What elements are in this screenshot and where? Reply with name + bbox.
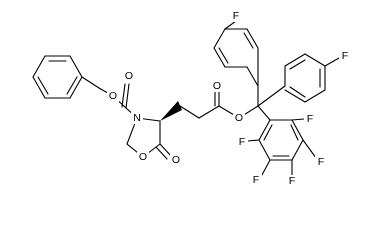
bond <box>304 89 326 103</box>
bond <box>224 20 237 30</box>
bond <box>304 53 326 67</box>
bond <box>125 83 130 109</box>
atom-fluorine: F <box>236 136 248 148</box>
bond <box>69 55 83 78</box>
stereo-wedge-bond <box>160 101 182 121</box>
svg-text:O: O <box>172 154 180 166</box>
bond <box>213 28 226 49</box>
bond <box>324 57 340 67</box>
bond <box>291 119 304 141</box>
bond <box>263 124 273 141</box>
svg-text:F: F <box>289 175 295 187</box>
bond <box>159 143 172 157</box>
atom-labels: O O N O O O O F <box>107 10 351 187</box>
atom-oxygen: O <box>123 70 135 82</box>
bond <box>257 105 271 121</box>
bond <box>289 86 306 98</box>
svg-text:O: O <box>235 112 243 124</box>
svg-text:F: F <box>239 136 245 148</box>
bond <box>246 28 259 49</box>
bond <box>155 146 168 160</box>
bond <box>37 76 49 95</box>
atom-fluorine: F <box>339 50 351 62</box>
bond <box>243 32 254 49</box>
atom-fluorine: F <box>230 10 242 22</box>
atom-fluorine: F <box>304 113 316 125</box>
bond <box>289 59 306 70</box>
atom-oxygen: O <box>211 80 223 92</box>
bond <box>121 83 126 108</box>
svg-text:F: F <box>307 113 313 125</box>
svg-text:O: O <box>213 80 221 92</box>
svg-text:F: F <box>253 174 259 186</box>
atom-oxygen: O <box>233 112 245 124</box>
bond <box>291 118 305 121</box>
svg-text:O: O <box>109 90 117 102</box>
bond <box>291 139 304 161</box>
bond <box>284 89 306 103</box>
bond <box>32 55 46 78</box>
atom-oxygen: O <box>107 90 119 102</box>
chemical-structure-drawing: O O N O O O O F <box>32 10 351 187</box>
bond <box>246 66 259 87</box>
bond <box>179 105 200 119</box>
svg-text:F: F <box>342 50 348 62</box>
atom-nitrogen: N <box>131 112 143 124</box>
bond <box>258 119 271 141</box>
bond <box>247 139 260 142</box>
bond <box>284 53 306 67</box>
bond <box>218 47 229 64</box>
bond <box>32 76 46 99</box>
svg-text:F: F <box>233 10 239 22</box>
bond <box>69 76 83 99</box>
structure-canvas: O O N O O O O F <box>32 10 351 187</box>
bond <box>198 105 220 119</box>
bond <box>302 139 317 159</box>
bond <box>81 76 100 89</box>
bond <box>66 76 78 95</box>
atom-fluorine: F <box>286 175 298 187</box>
bond <box>261 159 271 176</box>
svg-text:O: O <box>139 151 147 163</box>
svg-text:O: O <box>125 70 133 82</box>
atom-fluorine: F <box>250 174 262 186</box>
bond <box>290 124 299 141</box>
atom-fluorine: F <box>315 156 327 168</box>
bond <box>258 139 271 161</box>
svg-text:N: N <box>133 112 141 124</box>
bonds <box>32 20 340 176</box>
bond <box>257 85 286 107</box>
atom-oxygen: O <box>170 154 182 166</box>
atom-oxygen: O <box>137 151 149 163</box>
svg-text:F: F <box>318 156 324 168</box>
bond <box>213 47 226 68</box>
